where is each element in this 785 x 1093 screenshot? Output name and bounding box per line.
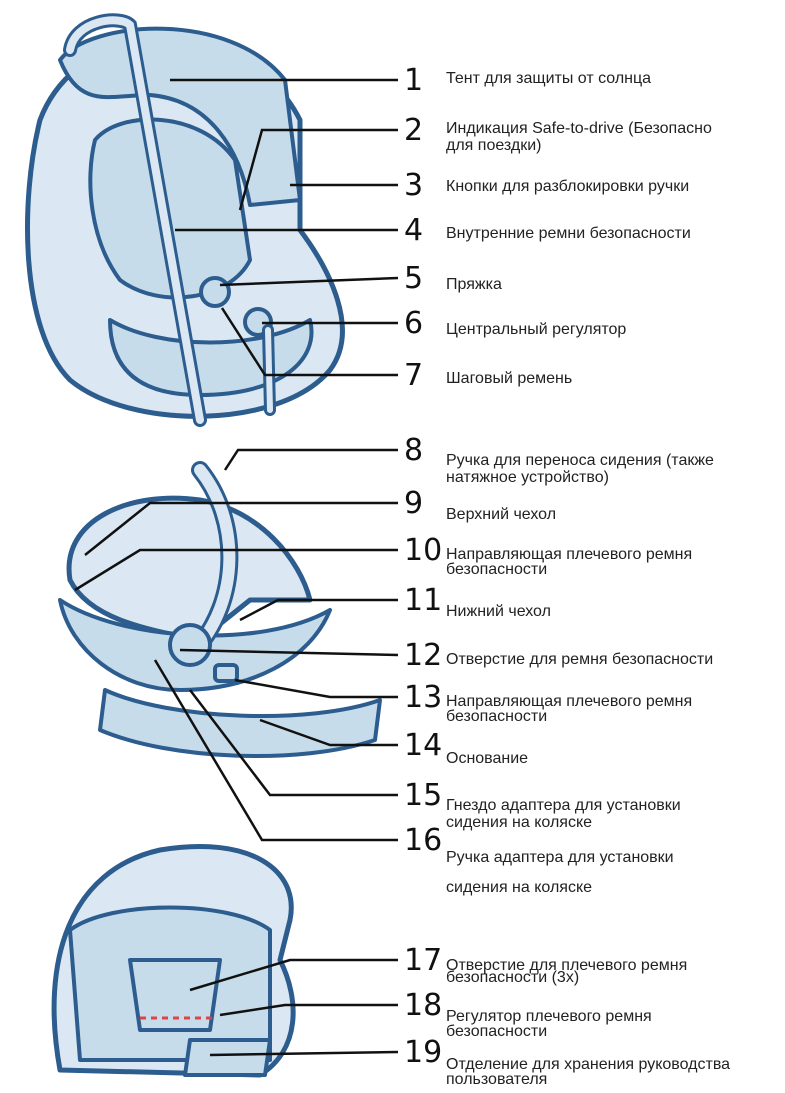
callout-label-9: Верхний чехол <box>446 506 556 523</box>
callout-number-12: 12 <box>404 638 442 673</box>
callout-label-5: Пряжка <box>446 276 502 293</box>
leader-line-8 <box>225 450 398 470</box>
callout-number-5: 5 <box>404 261 423 296</box>
callout-number-1: 1 <box>404 63 423 98</box>
callout-number-10: 10 <box>404 533 442 568</box>
callout-label-17: Отверстие для плечевого ремня безопаснос… <box>446 960 687 984</box>
callout-number-9: 9 <box>404 486 423 521</box>
callout-label-11: Нижний чехол <box>446 603 551 620</box>
callout-number-15: 15 <box>404 778 442 813</box>
callout-number-7: 7 <box>404 358 423 393</box>
callout-label-12: Отверстие для ремня безопасности <box>446 651 713 668</box>
callout-number-6: 6 <box>404 306 423 341</box>
callout-number-13: 13 <box>404 680 442 715</box>
callout-number-3: 3 <box>404 168 423 203</box>
callout-label-8: Ручка для переноса сидения (также натяжн… <box>446 452 714 486</box>
seat-rear-illustration <box>54 846 293 1075</box>
callout-label-16: Ручка адаптера для установки сидения на … <box>446 843 674 903</box>
callout-label-15: Гнездо адаптера для установки сидения на… <box>446 797 681 831</box>
callout-number-18: 18 <box>404 988 442 1023</box>
callout-label-19: Отделение для хранения руководства польз… <box>446 1057 730 1087</box>
callout-label-18: Регулятор плечевого ремня безопасности <box>446 1009 652 1039</box>
callout-number-19: 19 <box>404 1035 442 1070</box>
callout-label-3: Кнопки для разблокировки ручки <box>446 178 689 195</box>
callout-number-2: 2 <box>404 113 423 148</box>
callout-number-11: 11 <box>404 583 442 618</box>
callout-label-7: Шаговый ремень <box>446 370 572 387</box>
callout-label-4: Внутренние ремни безопасности <box>446 225 691 242</box>
callout-label-10: Направляющая плечевого ремня безопасност… <box>446 547 692 577</box>
callout-label-1: Тент для защиты от солнца <box>446 70 651 87</box>
callout-label-6: Центральный регулятор <box>446 321 626 338</box>
seat-side-illustration <box>60 470 380 756</box>
callout-numbers: 1 2 3 4 5 6 7 8 9 10 11 12 13 14 15 16 1… <box>404 63 442 1070</box>
callout-number-14: 14 <box>404 728 442 763</box>
callout-number-8: 8 <box>404 433 423 468</box>
callout-label-13: Направляющая плечевого ремня безопасност… <box>446 694 692 724</box>
callout-number-4: 4 <box>404 213 423 248</box>
leader-line-13 <box>235 680 398 697</box>
callout-number-16: 16 <box>404 823 442 858</box>
callout-label-14: Основание <box>446 750 528 767</box>
callout-label-2: Индикация Safe-to-drive (Безопасно для п… <box>446 120 712 154</box>
callout-number-17: 17 <box>404 943 442 978</box>
